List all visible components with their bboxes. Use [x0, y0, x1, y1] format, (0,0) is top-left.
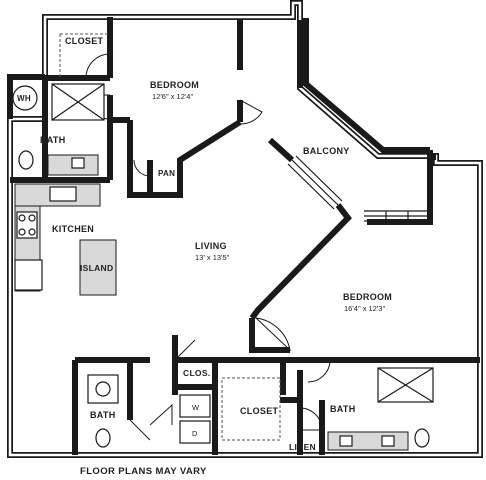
bedroom-1-size: 12'6" x 12'4": [152, 92, 193, 101]
kitchen-island: [79, 239, 117, 296]
toilet-top-bath: [18, 150, 34, 170]
range: [16, 211, 38, 239]
pan-label: PAN: [158, 169, 175, 178]
floor-plans-note: FLOOR PLANS MAY VARY: [80, 466, 207, 477]
bath-1-label: BATH: [40, 135, 66, 145]
bath-2-label: BATH: [330, 404, 356, 414]
bath-3-label: BATH: [90, 410, 116, 420]
wh-label: WH: [17, 94, 31, 103]
linen-label: LINEN: [289, 442, 316, 452]
bedroom-2-size: 16'4" x 12'3": [344, 304, 385, 313]
shower-bath-3: [87, 374, 119, 404]
washer: [179, 394, 211, 418]
balcony-label: BALCONY: [303, 146, 350, 156]
living-size: 13' x 13'5": [195, 253, 230, 262]
room-labels: CLOSET WH BEDROOM 12'6" x 12'4" BATH PAN…: [17, 36, 392, 452]
fixtures: [12, 33, 434, 451]
island-label: ISLAND: [80, 263, 113, 273]
exterior-walls: [7, 0, 483, 458]
door-swings: [85, 53, 331, 441]
toilet-bath-3: [95, 428, 111, 448]
interior-walls: [10, 17, 480, 455]
dryer: [179, 420, 211, 444]
bedroom-2-label: BEDROOM: [343, 292, 392, 302]
refrigerator: [14, 259, 43, 291]
bedroom-1-label: BEDROOM: [150, 80, 199, 90]
washer-label: W: [192, 403, 200, 412]
closet-top-label: CLOSET: [65, 36, 104, 46]
balcony-windows: [287, 155, 430, 222]
kitchen-label: KITCHEN: [52, 224, 94, 234]
clos-label: CLOS.: [183, 368, 210, 378]
water-heater: [12, 85, 38, 111]
living-label: LIVING: [195, 241, 227, 251]
toilet-bath-2: [414, 428, 430, 448]
dryer-label: D: [192, 429, 198, 438]
closet-bottom-label: CLOSET: [240, 406, 279, 416]
